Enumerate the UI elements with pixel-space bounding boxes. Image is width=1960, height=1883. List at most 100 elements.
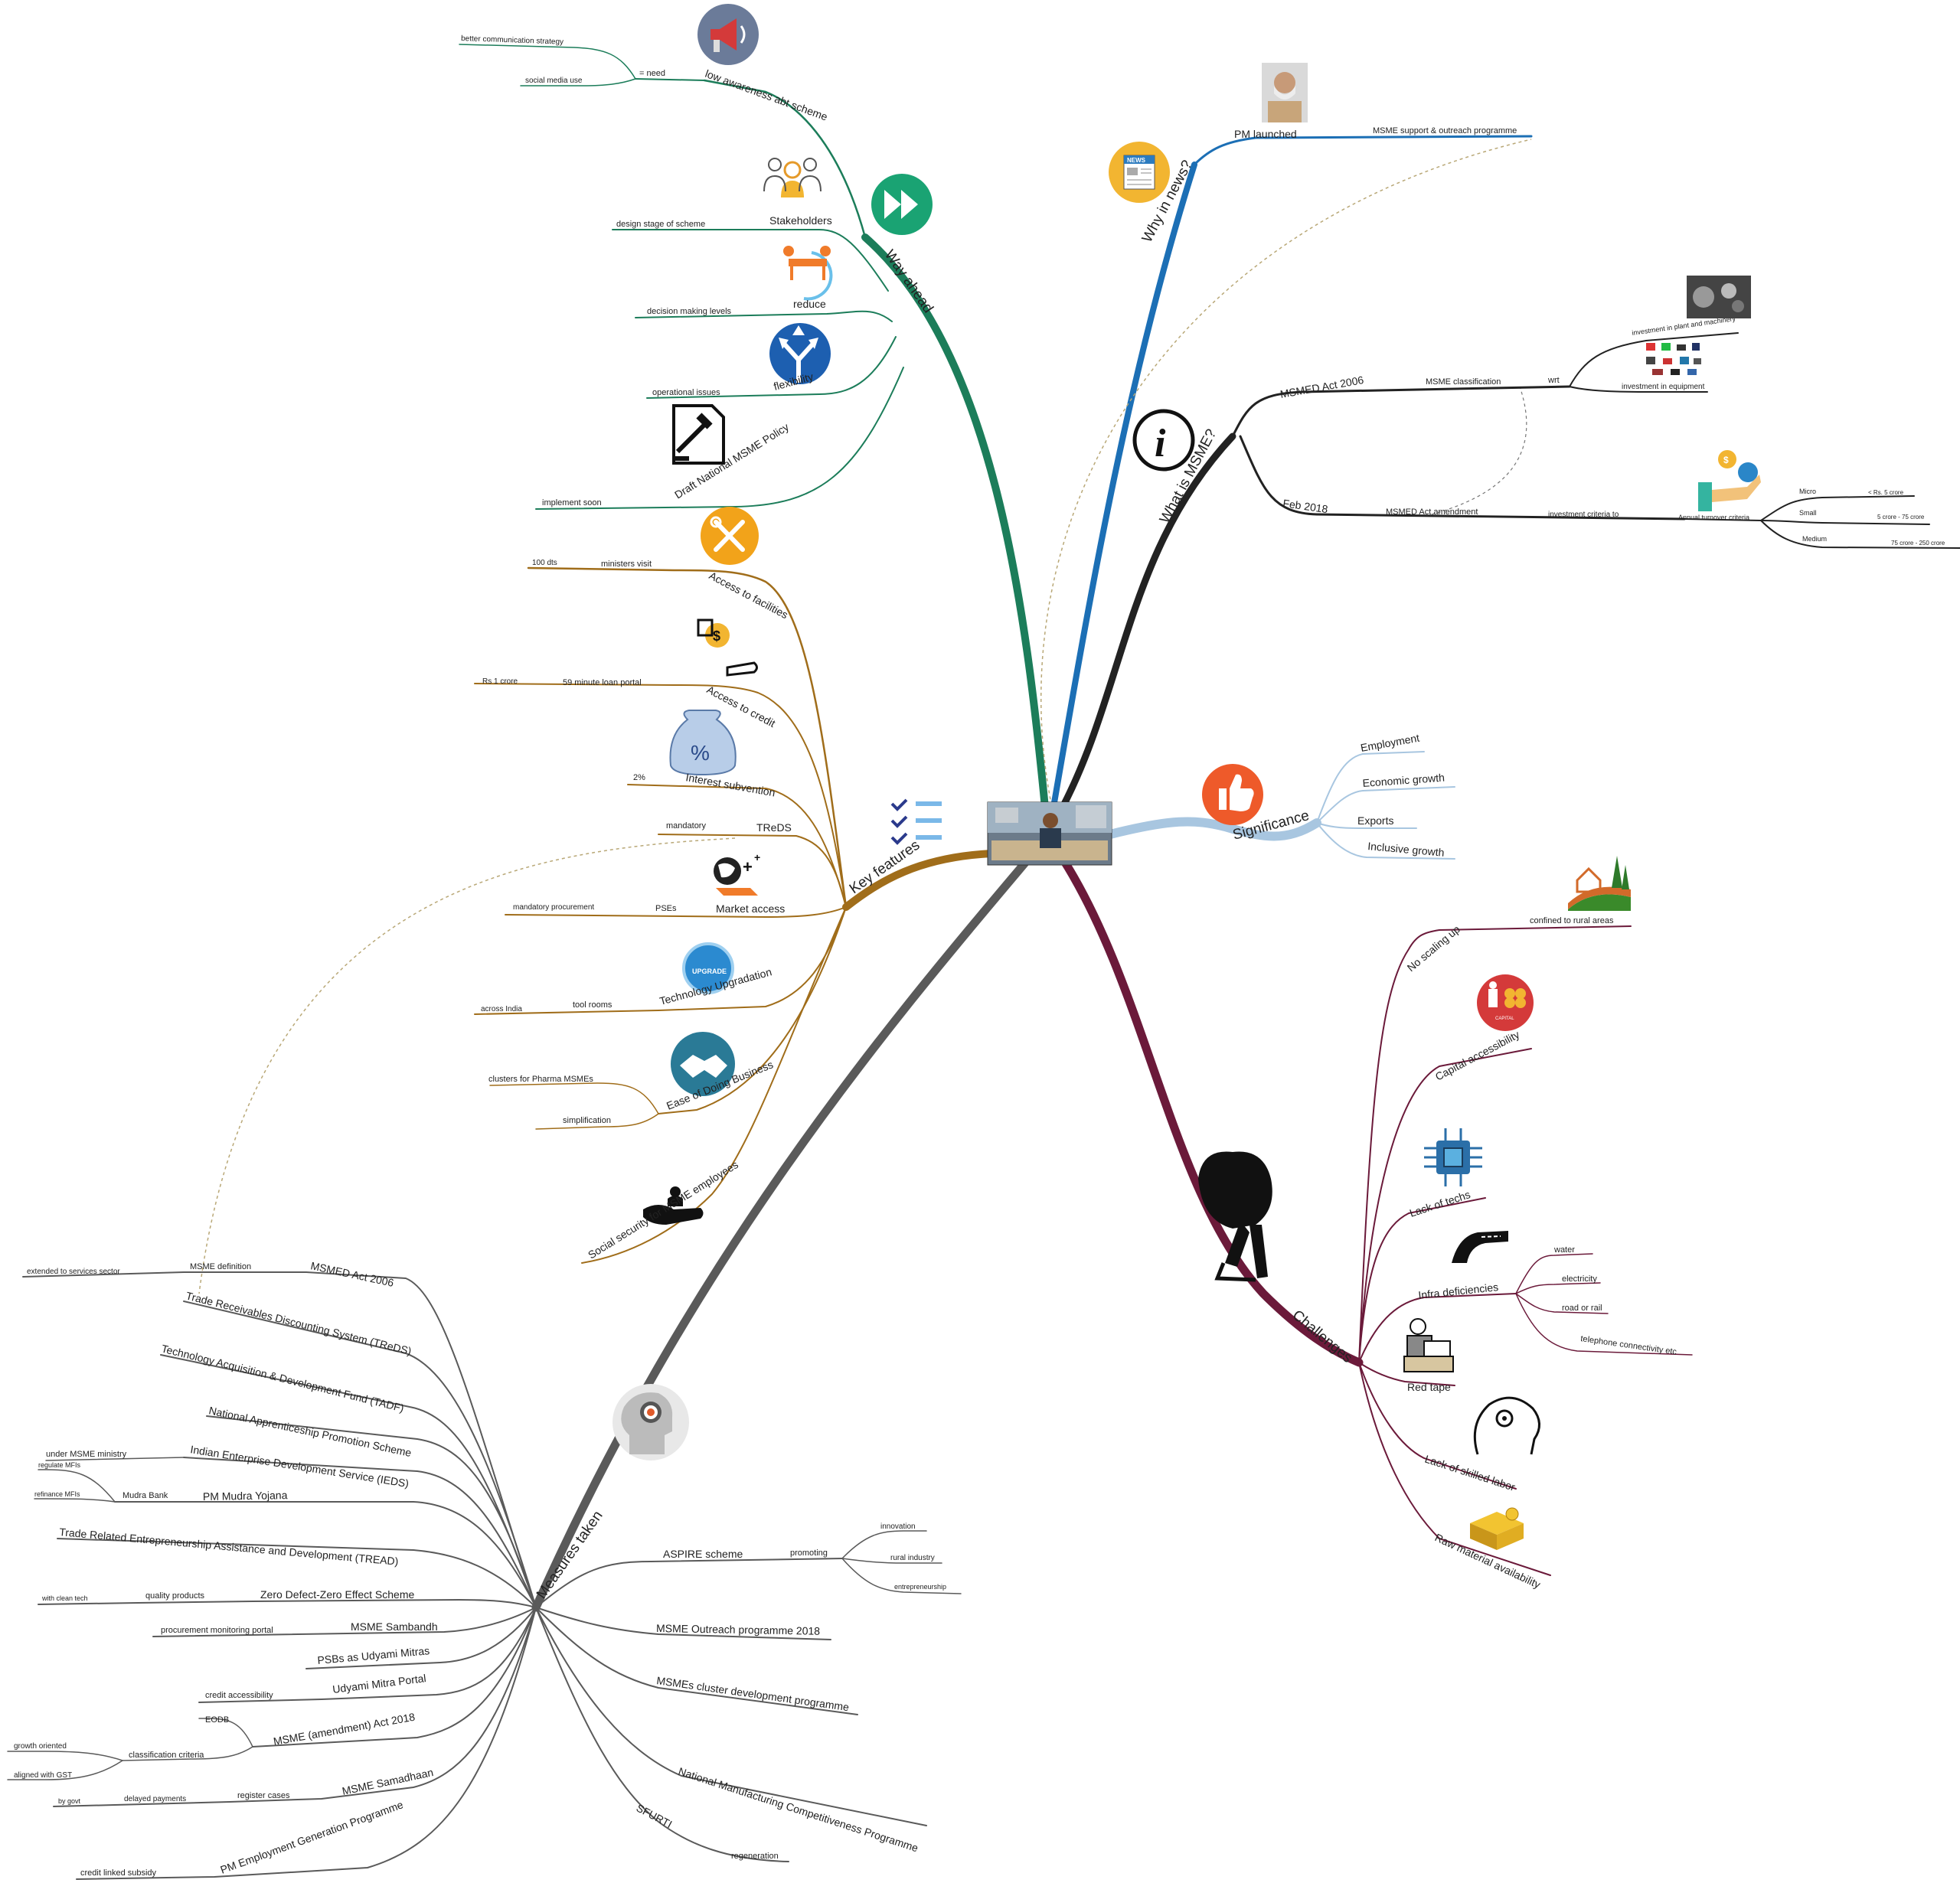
challenges-title: Challenges — [1289, 1307, 1355, 1366]
credit-icon: $ — [697, 618, 758, 677]
ministers-label: ministers visit — [601, 560, 652, 569]
loan-portal-label: 59 minute loan portal — [563, 678, 642, 687]
what-is-msme-group: What is MSME? i MSMED Act 2006 MSME clas… — [1132, 276, 1960, 549]
crosslink-outreach — [1040, 139, 1532, 812]
comm-label: better communication strategy — [461, 34, 564, 47]
capital-label: Capital accessibility — [1433, 1028, 1521, 1082]
measure-samadhaan: MSME Samadhaan — [341, 1766, 434, 1797]
need-label: = need — [639, 69, 665, 78]
measure-nmcp: National Manufacturing Competitiveness P… — [677, 1765, 920, 1855]
mandatory-label: mandatory — [666, 821, 706, 831]
outreach-label: MSME support & outreach programme — [1373, 126, 1517, 135]
stakeholders-icon — [763, 158, 822, 197]
social-security-label: Social security for MSME employees — [586, 1158, 740, 1261]
across-label: across India — [481, 1005, 522, 1013]
procurement-label: mandatory procurement — [513, 903, 594, 912]
small-value: 5 crore - 75 crore — [1877, 514, 1925, 521]
measure-sfurti: SFURTI — [635, 1802, 675, 1831]
measure-quality: quality products — [145, 1591, 205, 1601]
pharma-label: clusters for Pharma MSMEs — [488, 1075, 593, 1084]
measure-entre: entrepreneurship — [894, 1583, 946, 1591]
news-icon: NEWS — [1109, 142, 1170, 203]
measure-subsidy: credit linked subsidy — [80, 1868, 157, 1878]
measure-regen: regeneration — [731, 1852, 779, 1861]
branch-why-in-news — [1050, 162, 1197, 814]
stakeholders-label: Stakeholders — [769, 214, 832, 227]
svg-text:+: + — [743, 857, 753, 876]
machinery-icon — [1687, 276, 1751, 318]
implement-label: implement soon — [542, 498, 602, 507]
boulder-icon — [1198, 1151, 1272, 1282]
measure-tadf: Technology Acquisition & Development Fun… — [160, 1342, 405, 1414]
measure-tread: Trade Related Entrepreneurship Assistanc… — [59, 1526, 399, 1568]
measure-proc-portal: procurement monitoring portal — [161, 1626, 273, 1635]
design-stage-label: design stage of scheme — [616, 220, 705, 229]
red-tape-icon — [1403, 1318, 1454, 1372]
svg-text:NEWS: NEWS — [1127, 157, 1146, 164]
significance-item-inclusive: Inclusive growth — [1367, 840, 1445, 859]
rural-icon — [1568, 856, 1631, 911]
measure-msme-def: MSME definition — [190, 1262, 251, 1271]
upgrade-icon: UPGRADE — [682, 942, 734, 994]
capital-icon: CAPITAL — [1477, 974, 1534, 1031]
micro-value: < Rs. 5 crore — [1868, 489, 1904, 496]
operational-label: operational issues — [652, 388, 720, 397]
measure-zed: Zero Defect-Zero Effect Scheme — [260, 1588, 414, 1601]
measures-group: Measures taken — [7, 1259, 962, 1880]
turnover-label: Annual turnover criteria — [1678, 514, 1749, 521]
globe-plus-icon: + + — [714, 851, 760, 896]
reduce-label: reduce — [793, 298, 826, 310]
branch-measures — [531, 853, 1034, 1612]
branch-challenges — [1060, 857, 1364, 1367]
wrt-label: wrt — [1547, 376, 1560, 385]
measure-regulate: regulate MFIs — [38, 1461, 81, 1469]
measure-promoting: promoting — [790, 1548, 828, 1558]
measure-rural-ind: rural industry — [890, 1554, 935, 1562]
handshake-icon — [671, 1032, 735, 1096]
chip-icon — [1424, 1128, 1482, 1186]
branch-significance — [1106, 817, 1321, 841]
main-branches — [531, 135, 1533, 1612]
small-label: Small — [1799, 509, 1817, 517]
measure-credit-acc: credit accessibility — [205, 1691, 273, 1700]
measure-under-ministry: under MSME ministry — [46, 1450, 127, 1459]
micro-label: Micro — [1799, 488, 1816, 495]
decision-label: decision making levels — [647, 307, 732, 316]
significance-item-employment: Employment — [1360, 732, 1421, 754]
measure-mudra: PM Mudra Yojana — [203, 1489, 288, 1503]
simplification-label: simplification — [563, 1116, 611, 1125]
crore-label: Rs 1 crore — [482, 677, 518, 686]
challenges-group: Challenges No scaling up confined to rur… — [1198, 856, 1693, 1591]
tool-rooms-label: tool rooms — [573, 1000, 612, 1010]
head-target-icon — [612, 1384, 689, 1460]
measure-treds: Trade Receivables Discounting System (TR… — [185, 1289, 413, 1357]
measure-eodb: EODB — [205, 1715, 229, 1725]
thumbs-up-icon — [1202, 764, 1263, 825]
pm-launched-label: PM launched — [1234, 128, 1297, 140]
svg-text:$: $ — [713, 628, 720, 644]
center-node — [987, 801, 1112, 866]
tools-icon — [701, 507, 759, 565]
red-tape-label: Red tape — [1407, 1381, 1451, 1393]
crosslink-treds — [198, 837, 736, 1294]
infra-item-telephone: telephone connectivity etc — [1580, 1334, 1678, 1357]
fast-forward-icon — [871, 174, 933, 235]
gold-icon — [1470, 1507, 1524, 1550]
info-icon: i — [1132, 409, 1195, 472]
capital-badge: CAPITAL — [1495, 1017, 1514, 1021]
turnover-icon: $ — [1698, 450, 1761, 511]
money-bag-icon: % — [669, 710, 737, 776]
psbs-label: PSEs — [655, 904, 677, 913]
medium-label: Medium — [1802, 535, 1827, 543]
medium-value: 75 crore - 250 crore — [1891, 540, 1945, 547]
measure-cluster: MSMEs cluster development programme — [656, 1674, 851, 1713]
measure-class-criteria: classification criteria — [129, 1751, 204, 1760]
checklist-icon — [890, 798, 942, 845]
svg-text:+: + — [754, 851, 760, 863]
branch-key-features — [842, 850, 995, 911]
measure-clean: with clean tech — [41, 1594, 88, 1602]
infra-label: Infra deficiencies — [1418, 1281, 1499, 1301]
interest-label: Interest subvention — [684, 771, 776, 798]
flexibility-icon — [769, 323, 831, 384]
dts-label: 100 dts — [532, 559, 557, 567]
